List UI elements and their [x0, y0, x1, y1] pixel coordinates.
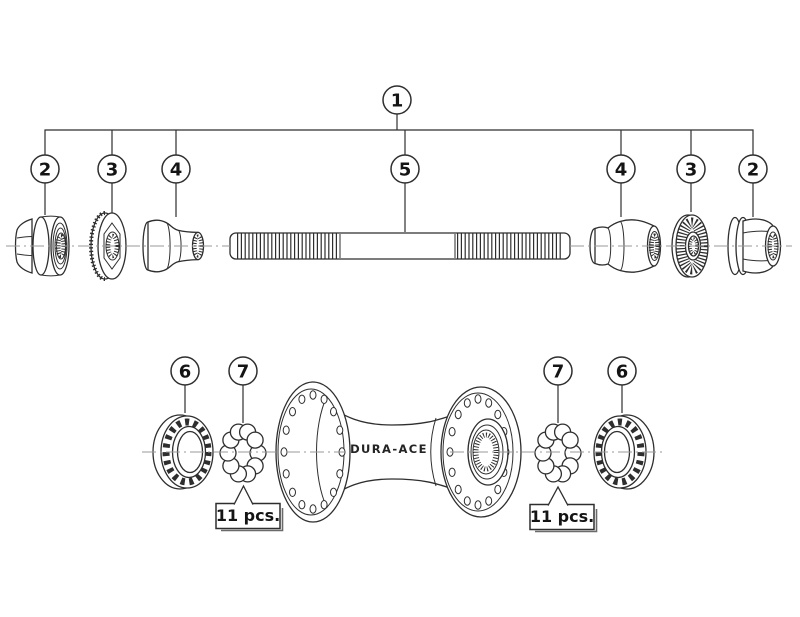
svg-text:11 pcs.: 11 pcs.	[216, 506, 280, 525]
callout-1-assembly: 1	[382, 85, 412, 115]
svg-text:7: 7	[237, 362, 250, 383]
callout-4-cone-right: 4	[606, 154, 636, 184]
callout-4-cone-left: 4	[161, 154, 191, 184]
part-axle	[229, 232, 571, 260]
leader-lines	[44, 183, 754, 423]
svg-text:11 pcs.: 11 pcs.	[530, 507, 594, 526]
svg-text:4: 4	[615, 160, 628, 181]
callout-bracket	[44, 114, 754, 155]
callout-3-washer-right: 3	[676, 154, 706, 184]
svg-text:5: 5	[399, 160, 412, 181]
qty-label-right: 11 pcs.	[529, 485, 598, 533]
callout-7-retainer-right: 7	[543, 356, 573, 386]
qty-label-left: 11 pcs.	[215, 484, 284, 532]
svg-text:6: 6	[179, 362, 192, 383]
hub-logo-text: DURA-ACE	[350, 442, 428, 456]
callout-7-retainer-left: 7	[228, 356, 258, 386]
part-washer-right	[671, 214, 709, 278]
svg-text:3: 3	[685, 160, 698, 181]
spoke-holes-left	[280, 390, 346, 514]
qty-pointer-left	[233, 484, 254, 505]
callout-5-axle: 5	[390, 154, 420, 184]
callout-6-lockring-right: 6	[607, 356, 637, 386]
svg-text:1: 1	[391, 91, 404, 112]
qty-pointer-right	[547, 485, 569, 506]
svg-text:6: 6	[616, 362, 629, 383]
callout-2-locknut-left: 2	[30, 154, 60, 184]
callout-2-locknut-right: 2	[738, 154, 768, 184]
part-ball-retainer-left	[219, 423, 267, 483]
svg-text:2: 2	[39, 160, 52, 181]
callout-6-lockring-left: 6	[170, 356, 200, 386]
callout-3-washer-left: 3	[97, 154, 127, 184]
part-cone-left	[142, 219, 205, 273]
svg-text:3: 3	[106, 160, 119, 181]
svg-text:7: 7	[552, 362, 565, 383]
part-ball-retainer-right	[534, 423, 582, 483]
svg-text:2: 2	[747, 160, 760, 181]
svg-text:4: 4	[170, 160, 183, 181]
